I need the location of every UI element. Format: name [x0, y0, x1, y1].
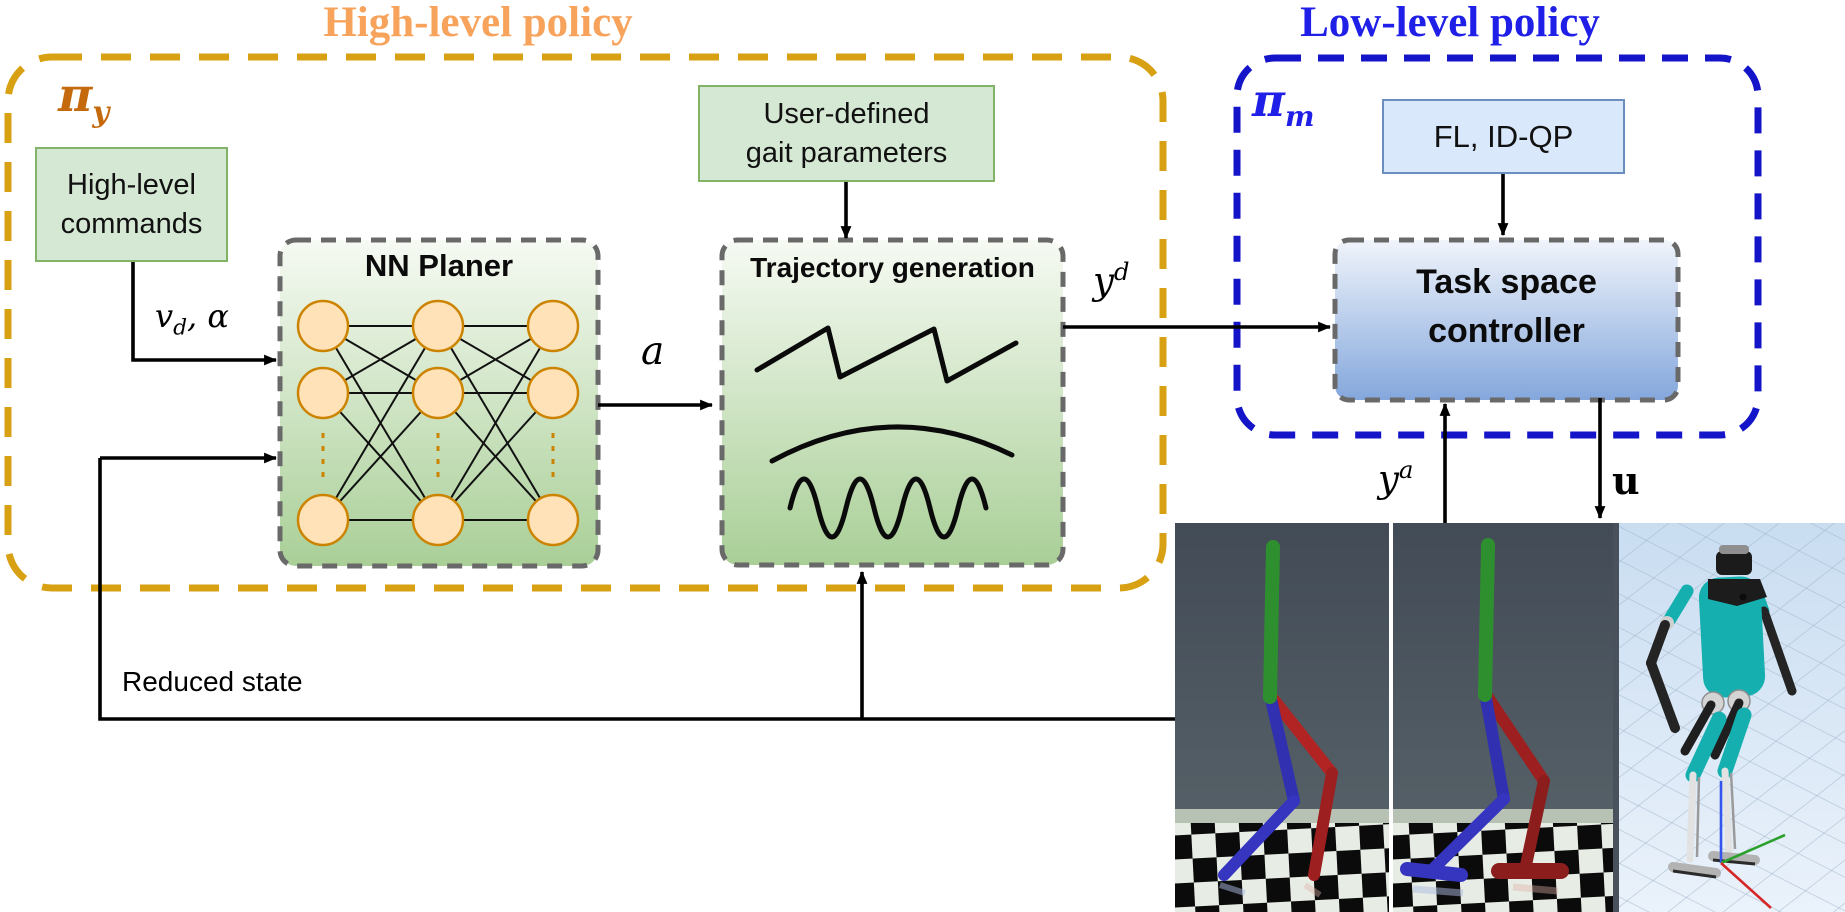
action-base: a: [641, 329, 665, 374]
user-gait-line2: gait parameters: [745, 136, 948, 169]
actual-output-label: ya: [1378, 455, 1414, 501]
nn-ellipsis-dots: [321, 433, 555, 483]
pi-m-symbol: πm: [1252, 78, 1314, 131]
task-space-controller-box: [1332, 237, 1681, 403]
command-signal-label: vd, α: [155, 300, 229, 339]
command-sub: d: [173, 315, 188, 341]
pi-y-base: π: [58, 68, 93, 123]
arc-curve: [769, 424, 1015, 464]
desired-output-base: y: [1093, 259, 1114, 303]
actual-output-base: y: [1378, 457, 1399, 501]
fl-idqp-label: FL, ID-QP: [1433, 118, 1574, 154]
action-signal-label: a: [641, 332, 664, 371]
task-space-controller-title: Task space controller: [1343, 258, 1670, 357]
digit-robot-image: [1613, 523, 1845, 912]
high-level-commands-line1: High-level: [67, 169, 196, 202]
reduced-state-wire: [98, 458, 1175, 721]
trajectory-generation-box: [719, 237, 1066, 568]
task-space-line2: controller: [1428, 312, 1585, 351]
control-input-base: u: [1612, 458, 1640, 503]
command-rest: , α: [187, 297, 229, 335]
low-level-policy-title: Low-level policy: [1300, 0, 1600, 46]
trajectory-signals-icon: [754, 325, 1019, 540]
command-arrow: [131, 262, 278, 366]
reduced-state-label: Reduced state: [122, 666, 303, 697]
signal-arrows: [98, 174, 1606, 721]
high-level-policy-title: High-level policy: [323, 0, 633, 46]
biped-feet-simulation-image: [1393, 523, 1613, 912]
high-level-policy-region: [4, 53, 1167, 592]
neural-network-icon: [296, 299, 580, 547]
user-gait-line1: User-defined: [763, 98, 930, 131]
desired-output-sup: d: [1113, 257, 1130, 286]
pi-m-sub: m: [1284, 100, 1315, 133]
actual-output-sup: a: [1398, 455, 1414, 484]
biped-simulation-image: [1175, 523, 1389, 912]
world-axes-icon: [1719, 781, 1786, 909]
pi-y-symbol: πy: [58, 72, 109, 127]
low-level-policy-region: [1233, 54, 1762, 439]
fl-idqp-box: FL, ID-QP: [1382, 99, 1625, 174]
command-base: v: [155, 297, 174, 335]
high-level-commands-box: High-level commands: [35, 147, 228, 262]
sawtooth-curve: [754, 325, 1019, 384]
high-level-commands-line2: commands: [60, 207, 203, 240]
sine-curve: [787, 476, 989, 540]
trajectory-generation-title: Trajectory generation: [750, 252, 1035, 283]
nn-neurons: [296, 299, 580, 547]
desired-output-label: yd: [1093, 257, 1130, 303]
nn-planer-title: NN Planer: [364, 248, 514, 283]
control-input-label: u: [1612, 462, 1640, 500]
pi-m-base: π: [1252, 74, 1285, 127]
pi-y-sub: y: [92, 94, 110, 129]
user-gait-parameters-box: User-defined gait parameters: [698, 85, 995, 182]
task-space-line1: Task space: [1416, 263, 1597, 301]
